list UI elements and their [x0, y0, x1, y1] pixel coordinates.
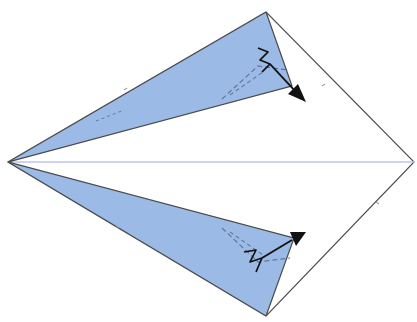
origami-diagram — [0, 0, 417, 322]
fold-diagram-canvas — [0, 0, 417, 322]
